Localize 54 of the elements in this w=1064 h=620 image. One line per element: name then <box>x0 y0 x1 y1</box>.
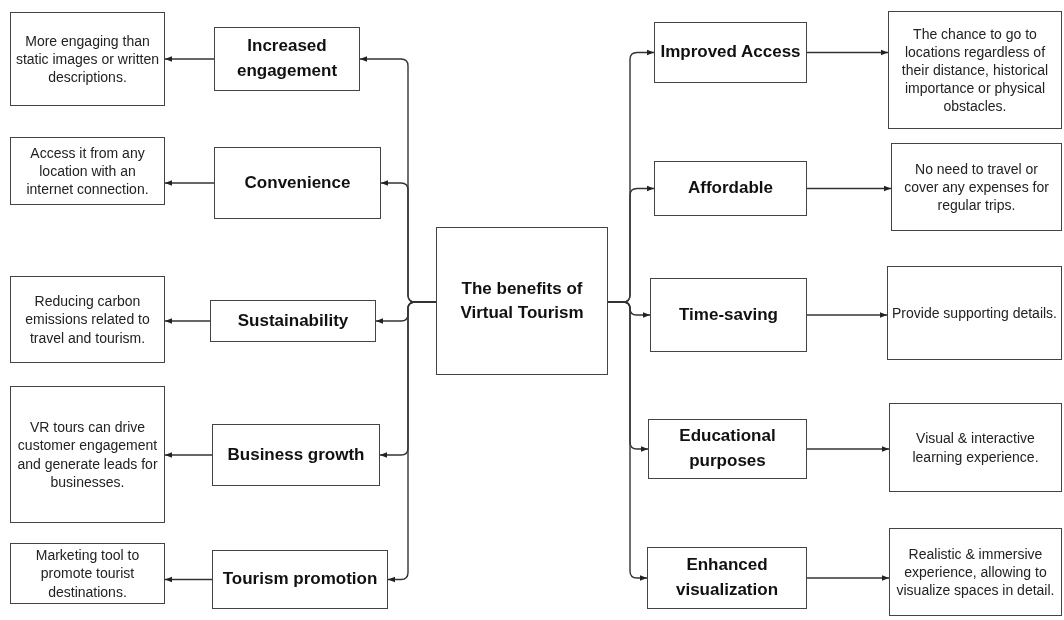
arrow <box>806 49 889 56</box>
box-text: Improved Access <box>660 41 801 64</box>
description-box <box>888 11 1062 129</box>
box-text: More engaging than static images or written descriptions. <box>15 31 160 87</box>
arrow <box>164 56 215 62</box>
box-text: Enhanced visualization <box>675 554 779 601</box>
description-box <box>889 528 1062 616</box>
benefit-box <box>647 547 807 609</box>
box-text: Access it from any location with an internet connection. <box>25 143 150 199</box>
benefit-box <box>212 550 388 609</box>
description-box <box>889 403 1062 492</box>
box-text: Provide supporting details. <box>892 303 1057 323</box>
arrow <box>607 301 648 581</box>
box-text: Educational purposes <box>678 425 777 472</box>
arrow <box>806 575 890 581</box>
central-topic-box <box>436 227 608 375</box>
box-text: The chance to go to locations regardless of their distance, historical importance or physical obstacles. <box>900 24 1050 116</box>
box-text: Convenience <box>244 171 351 194</box>
box-text: Business growth <box>227 443 365 466</box>
description-box <box>891 143 1062 231</box>
description-box <box>887 266 1062 360</box>
arrow <box>806 185 892 192</box>
arrow <box>387 301 437 583</box>
box-text: Visual & interactive learning experience. <box>911 429 1040 466</box>
arrow <box>164 452 213 458</box>
box-text: VR tours can drive customer engagement and generate leads for businesses. <box>16 418 159 491</box>
benefit-box <box>214 27 360 91</box>
box-text: Marketing tool to promote tourist destinations. <box>34 546 141 601</box>
box-text: Time-saving <box>679 303 778 326</box>
box-text: Increased engagement <box>235 35 339 82</box>
box-text: Affordable <box>688 177 773 200</box>
box-text: Tourism promotion <box>222 568 378 591</box>
box-text: The benefits of Virtual Tourism <box>459 278 585 324</box>
box-text: Sustainability <box>237 309 349 332</box>
box-text: Realistic & immersive experience, allowing to visualize spaces in detail. <box>895 544 1056 600</box>
benefit-box <box>650 278 807 352</box>
description-box <box>10 12 165 106</box>
benefit-box <box>654 22 807 83</box>
arrow <box>164 318 211 324</box>
description-box <box>10 137 165 205</box>
description-box <box>10 386 165 523</box>
arrow <box>806 312 888 318</box>
benefit-box <box>214 147 381 219</box>
description-box <box>10 543 165 604</box>
box-text: Reducing carbon emissions related to travel and tourism. <box>24 292 151 347</box>
arrow <box>164 180 215 186</box>
box-text: No need to travel or cover any expenses for regular trips. <box>903 159 1050 215</box>
benefit-box <box>648 419 807 479</box>
arrow <box>164 576 213 583</box>
benefit-box <box>210 300 376 342</box>
benefit-box <box>654 161 807 216</box>
description-box <box>10 276 165 363</box>
benefit-box <box>212 424 380 486</box>
arrow <box>806 446 890 452</box>
